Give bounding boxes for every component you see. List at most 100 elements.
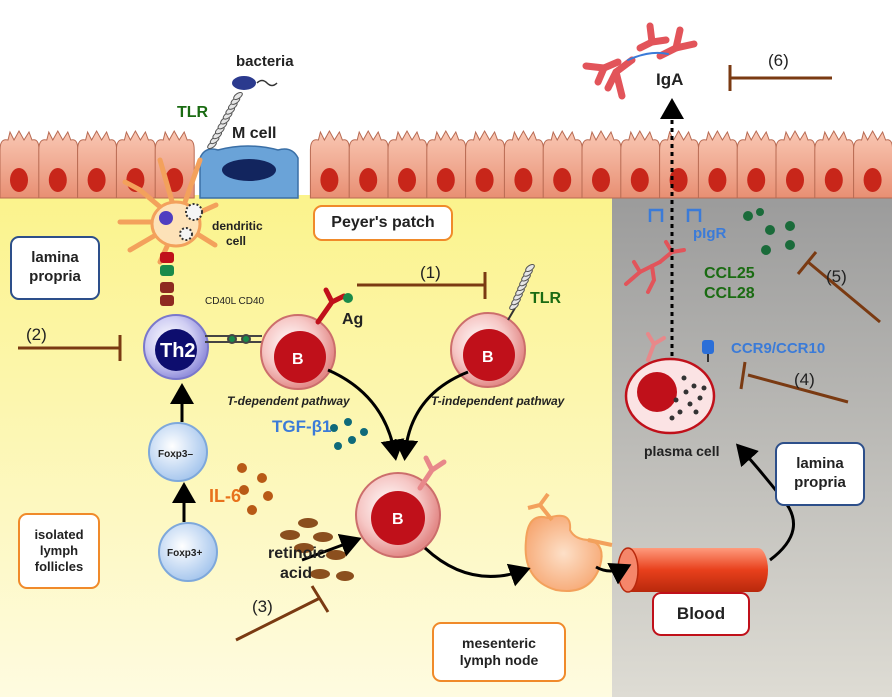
b-cell-label-3: B (392, 511, 404, 528)
pigr-receptor-icon (648, 208, 702, 222)
th2-cell (143, 314, 209, 380)
epithelial-cell (736, 129, 777, 199)
tlr-top-label: TLR (177, 104, 209, 121)
cd40l-cd40-label: CD40L CD40 (205, 296, 265, 307)
tlr-right-label: TLR (530, 290, 562, 307)
foxp3-negative-label: Foxp3– (158, 449, 193, 460)
b-cell-t-independent (450, 263, 535, 388)
lamina-propria-right-label-1: lamina (796, 455, 844, 473)
il6-label: IL-6 (209, 486, 241, 506)
plasma-granule (669, 415, 675, 421)
blood-vessel (617, 547, 768, 593)
epithelial-cell (659, 129, 700, 199)
epithelial-cell (775, 129, 816, 199)
plasma-granule (673, 397, 679, 403)
inhibition-1-label: (1) (420, 263, 441, 282)
epithelial-cell (38, 129, 79, 199)
epithelial-cell (309, 129, 350, 199)
epithelial-cell (503, 129, 544, 199)
plasma-granule (701, 385, 707, 391)
blood-label: Blood (676, 604, 726, 624)
inhibition-4-label: (4) (794, 370, 815, 389)
dendritic-label-2: cell (226, 234, 246, 248)
isolated-lymph-follicles-box: isolated lymph follicles (18, 513, 100, 589)
epithelial-cell (387, 129, 428, 199)
dendritic-label-1: dendritic (212, 219, 263, 233)
b-cell-label-2: B (482, 349, 494, 366)
plasma-granule (693, 409, 699, 415)
epithelial-cell (0, 129, 40, 199)
ag-label: Ag (342, 311, 363, 328)
bacteria-icon (230, 74, 278, 92)
lamina-propria-right-box: lamina propria (775, 442, 865, 506)
foxp3-positive-label: Foxp3+ (167, 548, 202, 559)
plasma-granule (677, 409, 683, 415)
cd40l-cd40-bond (205, 334, 262, 344)
mesenteric-lymph-node (524, 492, 613, 592)
blood-box: Blood (652, 592, 750, 636)
plasma-cell-label: plasma cell (644, 443, 720, 459)
inhibition-2-label: (2) (26, 325, 47, 344)
iga-label: IgA (656, 70, 683, 89)
plasma-cell (624, 332, 716, 435)
b-cell-t-dependent (260, 287, 353, 390)
tgf-beta1-label: TGF-β1 (272, 417, 331, 436)
plasma-granule (691, 383, 697, 389)
retinoic-label-1: retinoic (268, 545, 326, 562)
epithelial-cell (814, 129, 855, 199)
b-cell-label-1: B (292, 351, 304, 368)
plasma-granule (697, 395, 703, 401)
epithelial-cell (542, 129, 583, 199)
tlr-coil (233, 91, 243, 101)
inhibition-5-label: (5) (826, 267, 847, 286)
retinoic-acid-molecules (280, 518, 354, 581)
ccr9-ccr10-label: CCR9/CCR10 (731, 340, 825, 357)
inhibition-6-label: (6) (768, 51, 789, 70)
epithelial-cell (465, 129, 506, 199)
t-independent-label: T-independent pathway (431, 394, 566, 408)
mesenteric-lymph-node-box: mesenteric lymph node (432, 622, 566, 682)
mesenteric-label-1: mesenteric (462, 634, 536, 651)
peyers-patch-region (0, 195, 612, 697)
th2-label: Th2 (160, 340, 196, 362)
lamina-propria-left-label-1: lamina (31, 249, 79, 267)
m-cell-label: M cell (232, 125, 276, 142)
epithelial-cell (853, 129, 892, 199)
isolated-label-3: follicles (34, 559, 84, 575)
bacteria-label: bacteria (236, 53, 294, 70)
plasma-granule (681, 375, 687, 381)
isolated-label-2: lymph (39, 542, 79, 558)
epithelial-cell (77, 129, 118, 199)
dendritic-cell (117, 157, 219, 306)
inhibition-markers (18, 65, 881, 642)
ccl28-label: CCL28 (704, 285, 755, 302)
inhibition-3-label: (3) (252, 597, 273, 616)
iga-dimer-icon (582, 22, 698, 100)
isolated-label-1: isolated (34, 526, 84, 542)
epithelial-cell (697, 129, 738, 199)
peyers-patch-label: Peyer's patch (331, 214, 435, 231)
tgf-beta1-molecules (330, 418, 368, 450)
ccl-chemokine-molecules (743, 208, 795, 255)
t-dependent-label: T-dependent pathway (227, 394, 351, 408)
retinoic-label-2: acid (280, 565, 312, 582)
ccl25-label: CCL25 (704, 265, 755, 282)
plasma-granule (683, 389, 689, 395)
pathway-arrows (170, 98, 796, 587)
lamina-propria-right-label-2: propria (794, 474, 846, 491)
il6-molecules (237, 463, 273, 515)
plasma-granule (687, 401, 693, 407)
m-cell (199, 145, 299, 199)
tlr-coil (525, 263, 535, 273)
epithelial-cell (426, 129, 467, 199)
b-cell-activated (355, 455, 447, 558)
peyers-patch-box: Peyer's patch (313, 205, 453, 241)
lamina-propria-left-label-2: propria (29, 268, 81, 285)
lamina-propria-left-box: lamina propria (10, 236, 100, 300)
epithelial-cell (348, 129, 389, 199)
epithelial-cell (620, 129, 661, 199)
mesenteric-label-2: lymph node (459, 652, 539, 668)
foxp3-negative-cell (148, 422, 208, 482)
epithelial-cell (581, 129, 622, 199)
